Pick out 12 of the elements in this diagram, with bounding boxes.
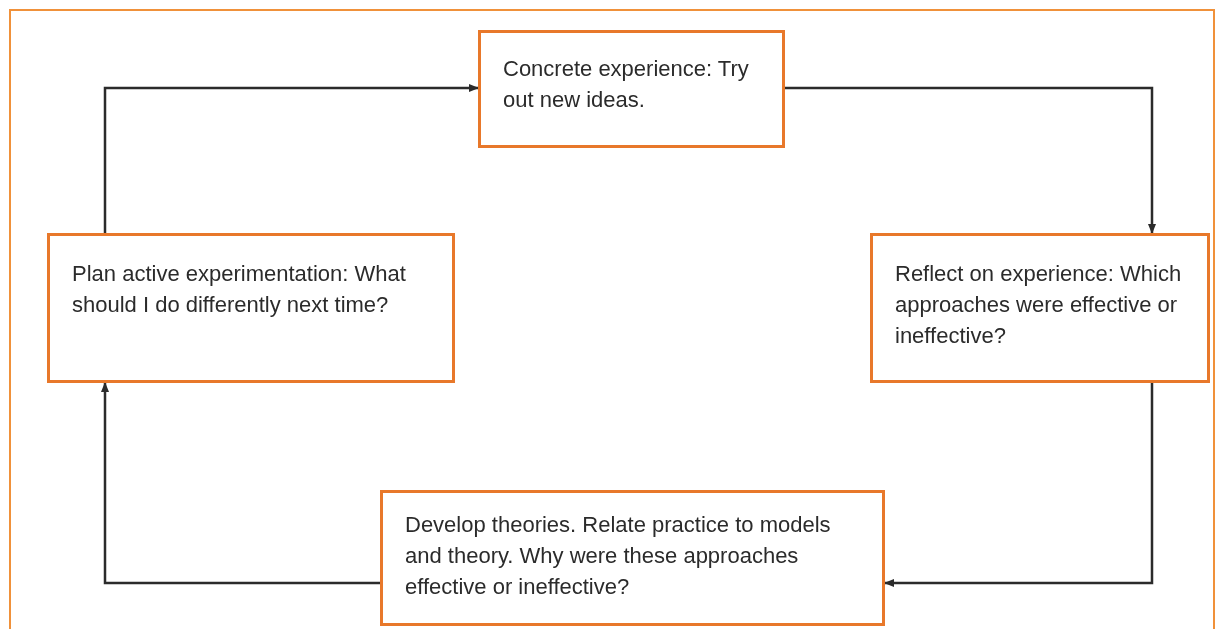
process-box (47, 233, 455, 383)
box-text: Plan active experimentation: What should I do differently next time? (72, 260, 407, 319)
arrow (103, 84, 479, 233)
process-box (478, 30, 785, 148)
arrow (884, 383, 1154, 587)
arrow (785, 86, 1156, 234)
box-text: Reflect on experience: Which approaches were effective or ineffective? (895, 260, 1183, 350)
arrow (101, 382, 380, 585)
box-text: Develop theories. Relate practice to models and theory. Why were these approaches effective or ineffective? (405, 511, 832, 601)
process-box (870, 233, 1210, 383)
box-text: Concrete experience: Try out new ideas. (503, 55, 750, 114)
process-box (380, 490, 885, 626)
